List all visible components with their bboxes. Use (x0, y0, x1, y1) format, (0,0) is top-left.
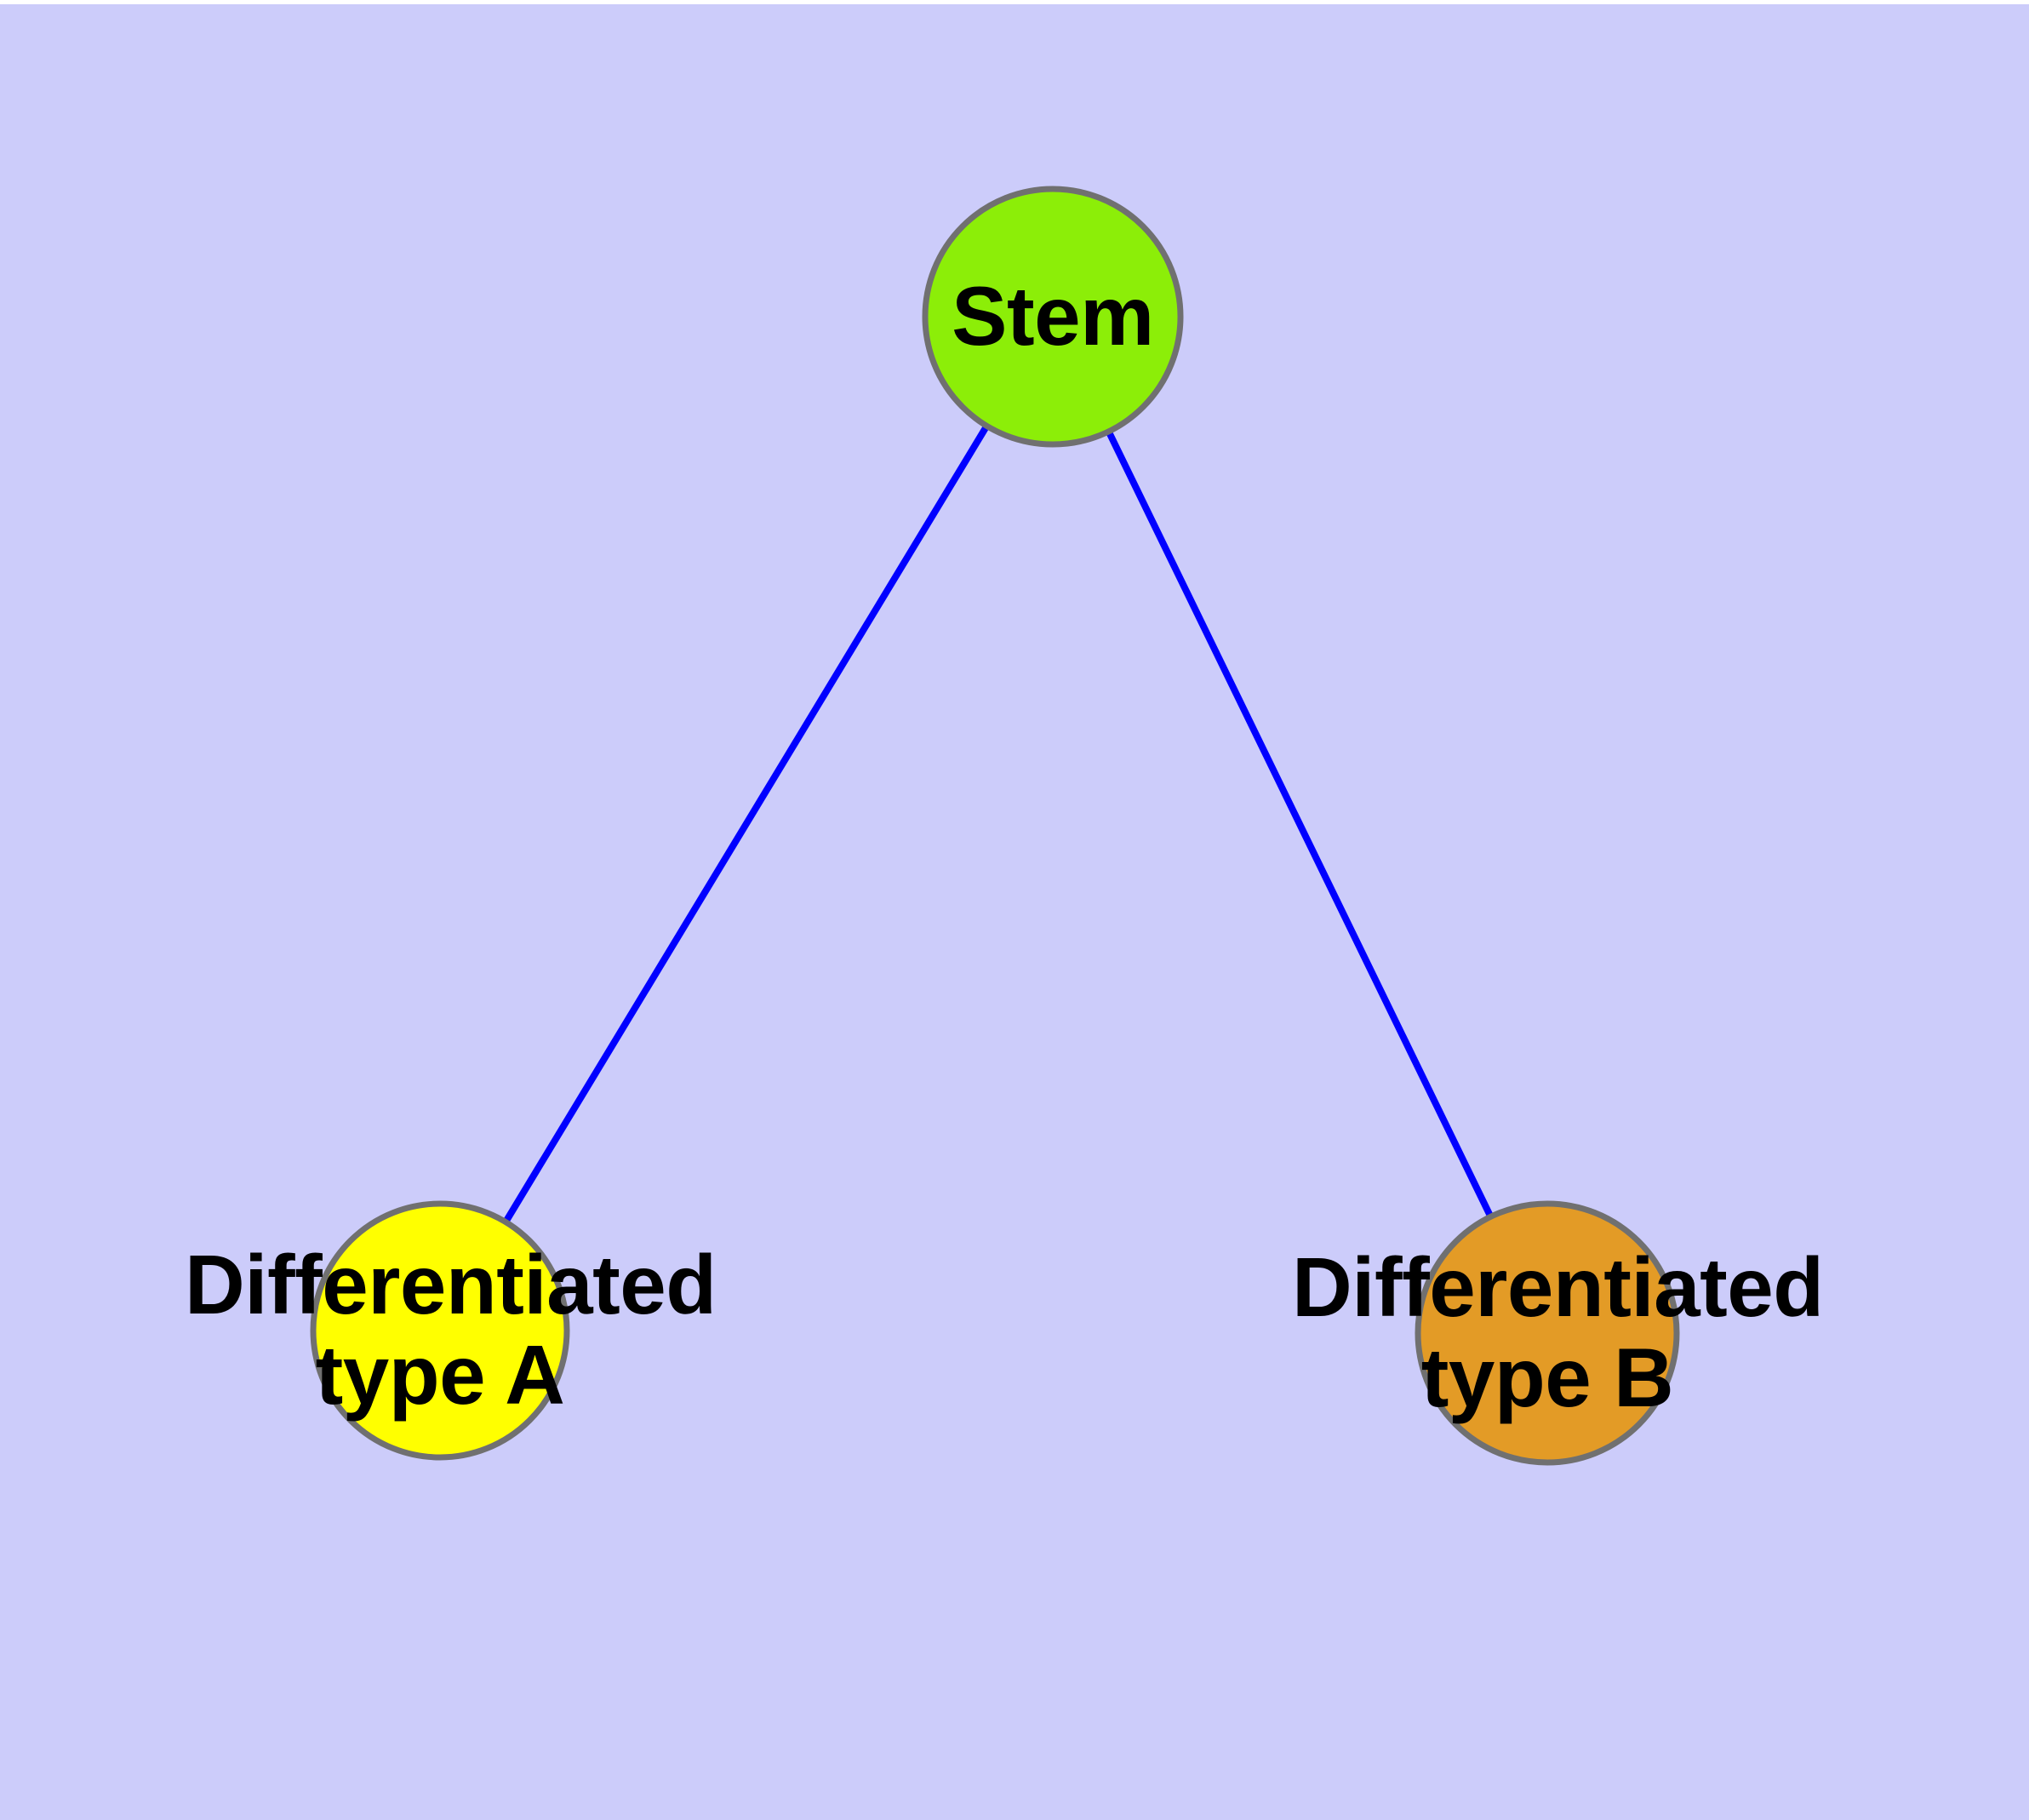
node-stem[interactable] (922, 186, 1184, 448)
node-differentiated-type-b[interactable] (1415, 1200, 1680, 1466)
nodes-layer (310, 186, 1680, 1466)
edge-stem-to-differentiated-type-b[interactable] (1106, 431, 1494, 1217)
node-differentiated-type-a[interactable] (310, 1200, 570, 1461)
edges-layer (503, 426, 1494, 1222)
edge-stem-to-differentiated-type-a[interactable] (503, 426, 989, 1222)
